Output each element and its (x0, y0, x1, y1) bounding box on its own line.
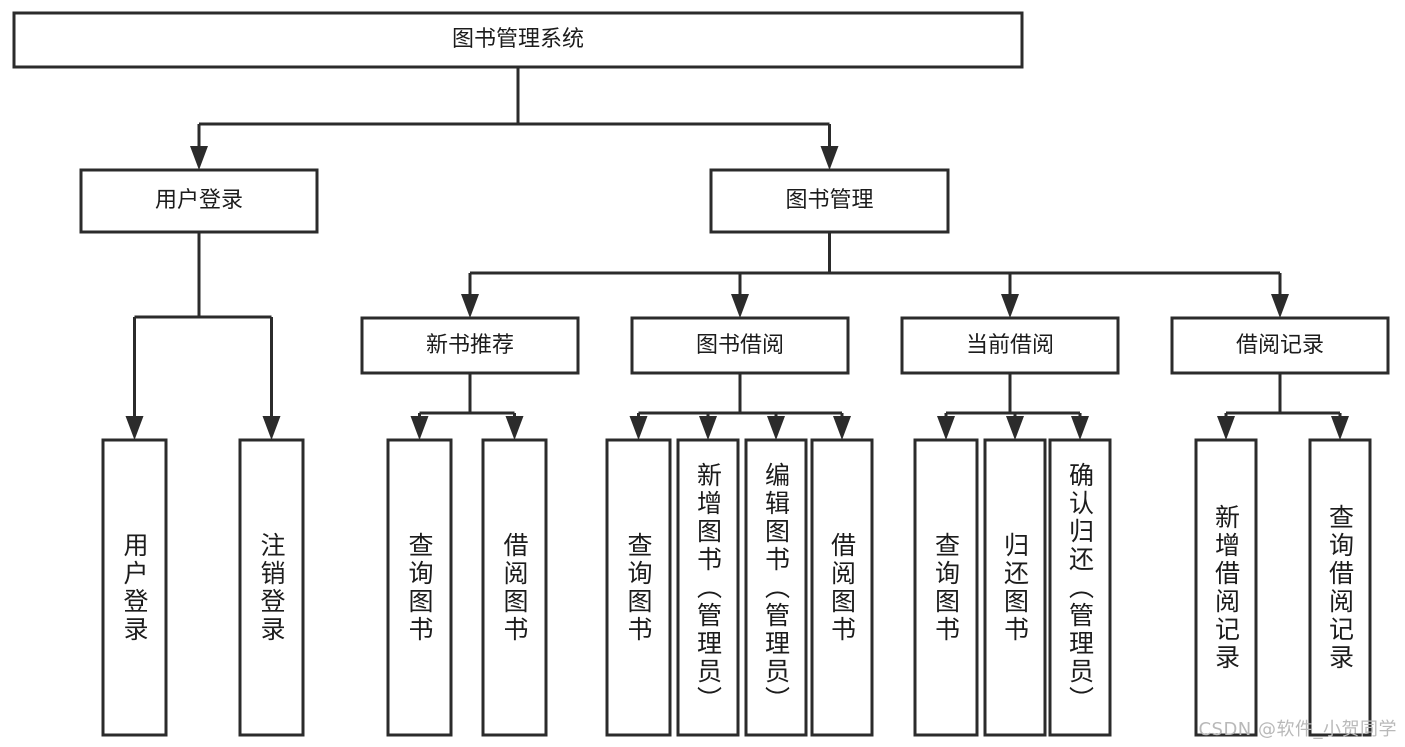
node-box-leaf-confirm-return-admin[interactable] (1048, 438, 1112, 737)
node-leaf-user-login[interactable] (103, 440, 166, 735)
node-box-leaf-borrow-book-1[interactable] (481, 438, 548, 737)
arrow-head-icon-user-login (190, 146, 208, 170)
arrow-head-icon-leaf-borrow-book-1 (505, 416, 524, 440)
node-box-leaf-add-book-admin[interactable] (676, 438, 740, 737)
node-box-book-manage[interactable] (709, 168, 950, 234)
node-box-user-login[interactable] (79, 168, 319, 234)
node-leaf-edit-book-admin[interactable] (746, 440, 806, 735)
node-leaf-query-book-1[interactable] (388, 440, 451, 735)
node-leaf-return-book[interactable] (985, 440, 1045, 735)
node-box-new-book-recommend[interactable] (360, 316, 580, 375)
node-root[interactable] (14, 13, 1022, 67)
arrow-head-icon-leaf-query-borrow-record (1331, 416, 1349, 440)
node-box-leaf-query-book-1[interactable] (386, 438, 453, 737)
node-leaf-borrow-book-2[interactable] (812, 440, 872, 735)
arrow-head-icon-leaf-borrow-book-2 (833, 416, 851, 440)
node-leaf-logout-login[interactable] (240, 440, 303, 735)
connector-lines (125, 67, 1349, 440)
arrow-head-icon-current-borrow (1001, 294, 1019, 318)
arrow-head-icon-book-borrow (731, 294, 749, 318)
node-leaf-query-borrow-record[interactable] (1310, 440, 1370, 735)
node-leaf-add-borrow-record[interactable] (1196, 440, 1256, 735)
node-box-leaf-edit-book-admin[interactable] (744, 438, 808, 737)
node-book-borrow[interactable] (632, 318, 848, 373)
node-leaf-query-book-2[interactable] (607, 440, 670, 735)
node-box-leaf-logout-login[interactable] (238, 438, 305, 737)
watermark-text: CSDN @软件_小贺同学 (1198, 719, 1397, 740)
arrow-head-icon-leaf-query-book-2 (629, 416, 648, 440)
arrow-head-icon-leaf-query-book-3 (937, 416, 955, 440)
node-leaf-borrow-book-1[interactable] (483, 440, 546, 735)
node-box-leaf-return-book[interactable] (983, 438, 1047, 737)
node-box-leaf-query-book-2[interactable] (605, 438, 672, 737)
arrow-head-icon-leaf-add-book-admin (699, 416, 717, 440)
node-current-borrow[interactable] (902, 318, 1118, 373)
arrow-head-icon-leaf-query-book-1 (410, 416, 429, 440)
node-leaf-query-book-3[interactable] (915, 440, 977, 735)
arrow-head-icon-leaf-add-borrow-record (1217, 416, 1235, 440)
node-box-leaf-user-login[interactable] (101, 438, 168, 737)
node-box-leaf-borrow-book-2[interactable] (810, 438, 874, 737)
node-box-leaf-query-book-3[interactable] (913, 438, 979, 737)
arrow-head-icon-book-manage (820, 146, 839, 170)
node-box-borrow-record[interactable] (1170, 316, 1390, 375)
node-box-root[interactable] (12, 11, 1024, 69)
arrow-head-icon-leaf-user-login (125, 416, 144, 440)
node-box-current-borrow[interactable] (900, 316, 1120, 375)
arrow-head-icon-new-book-recommend (461, 294, 479, 318)
node-borrow-record[interactable] (1172, 318, 1388, 373)
arrow-head-icon-leaf-edit-book-admin (767, 416, 785, 440)
node-new-book-recommend[interactable] (362, 318, 578, 373)
node-leaf-confirm-return-admin[interactable] (1050, 440, 1110, 735)
node-box-leaf-query-borrow-record[interactable] (1308, 438, 1372, 737)
node-book-manage[interactable] (711, 170, 948, 232)
arrow-head-icon-leaf-return-book (1006, 416, 1024, 440)
arrow-head-icon-leaf-logout-login (262, 416, 281, 440)
arrow-head-icon-leaf-confirm-return-admin (1071, 416, 1089, 440)
node-box-book-borrow[interactable] (630, 316, 850, 375)
arrow-head-icon-borrow-record (1271, 294, 1289, 318)
node-leaf-add-book-admin[interactable] (678, 440, 738, 735)
node-user-login[interactable] (81, 170, 317, 232)
node-boxes (12, 11, 1390, 737)
node-box-leaf-add-borrow-record[interactable] (1194, 438, 1258, 737)
